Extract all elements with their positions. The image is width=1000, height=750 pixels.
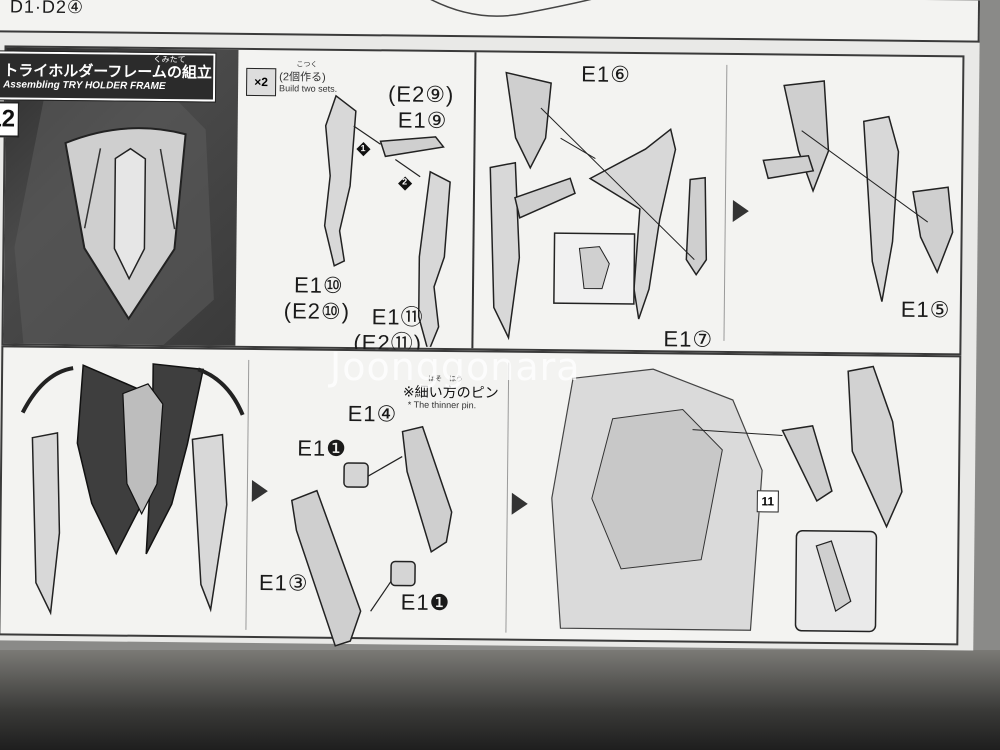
title-en: Assembling TRY HOLDER FRAME [3, 79, 166, 93]
top-strip-label: D1·D2④ [9, 0, 85, 18]
top-strip-figure [421, 0, 603, 17]
label-e1-7: E1⑦ [663, 326, 714, 352]
step12-reference-image [3, 47, 239, 346]
label-e2-9: (E2⑨) [387, 81, 455, 108]
step-number-box: 12 [0, 101, 20, 138]
label-e1-5: E1⑤ [900, 296, 951, 323]
lower-divider-2 [505, 362, 510, 633]
shield-open-illustration [20, 363, 245, 616]
attach-to-gundam-illustration [551, 365, 903, 633]
callout-2: 2 [402, 176, 408, 187]
top-strip: D1·D2④ [0, 0, 981, 43]
label-e1-10: E1⑩ [293, 272, 344, 298]
pin-assembly-illustration [290, 425, 453, 647]
background-surface [0, 650, 1000, 750]
label-e1-6: E1⑥ [581, 61, 632, 87]
label-e1-3: E1③ [258, 570, 309, 596]
frame-assembly-illustration [489, 71, 708, 341]
lower-arrow-2 [511, 492, 528, 515]
step-ref-box: 11 [756, 490, 779, 513]
frame-completed-illustration [762, 80, 954, 302]
instruction-sheet: D1·D2④ くみたて トライホルダーフレームの組立 Assembling TR… [0, 0, 981, 651]
step-ref-number: 11 [761, 494, 775, 509]
step12-panel: くみたて トライホルダーフレームの組立 Assembling TRY HOLDE… [0, 45, 965, 356]
lower-arrow-1 [251, 479, 268, 503]
frame-parts-illustration [323, 94, 451, 348]
gundam-shield-illustration [14, 68, 214, 346]
watermark: Joonggonara [330, 345, 581, 389]
label-e1-1a: E1❶ [297, 435, 348, 461]
lower-panel: ほそ ほう ※細い方のピン * The thinner pin. E1④ E1❶… [0, 345, 962, 647]
label-e1-9: E1⑨ [397, 107, 448, 134]
step-number: 12 [0, 105, 16, 133]
label-e1-4: E1④ [347, 400, 398, 427]
step12-next-arrow [732, 200, 749, 223]
note-en: * The thinner pin. [407, 399, 477, 411]
step-title-banner: くみたて トライホルダーフレームの組立 Assembling TRY HOLDE… [0, 50, 217, 103]
label-e1-1b: E1❶ [400, 589, 451, 616]
callout-1: 1 [360, 143, 366, 154]
label-e2-10: (E2⑩) [283, 298, 351, 324]
